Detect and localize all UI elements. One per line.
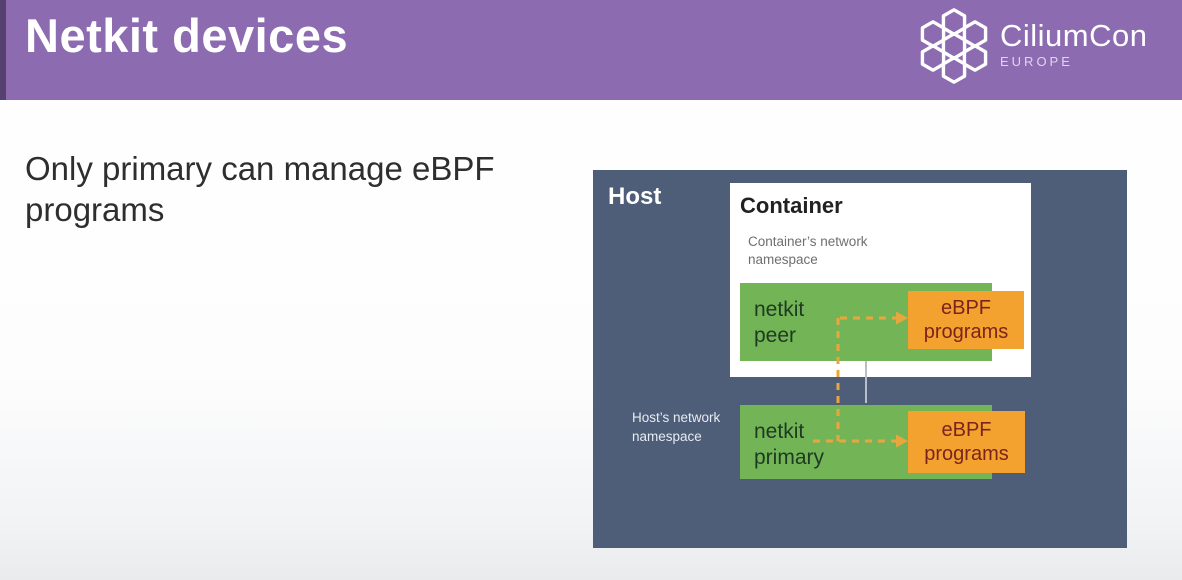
host-label: Host [608, 183, 662, 210]
cilium-honeycomb-icon [920, 8, 988, 84]
primary-ebpf-line2: programs [924, 443, 1009, 465]
brand-name: CiliumCon [1000, 18, 1148, 53]
brand-logo: CiliumCon EUROPE [918, 8, 1182, 84]
slide-heading: Only primary can manage eBPF programs [25, 150, 495, 228]
peer-ebpf-line1: eBPF [940, 297, 992, 319]
netkit-primary-line1: netkit [754, 420, 805, 443]
brand-region: EUROPE [1000, 54, 1073, 69]
header-left-accent [0, 0, 6, 100]
host-namespace-line1: Host’s network [632, 410, 721, 425]
slide-title: Netkit devices [25, 9, 349, 62]
primary-ebpf-line1: eBPF [941, 419, 992, 441]
host-box: Host Container Container’s network names… [593, 170, 1127, 548]
peer-ebpf-line2: programs [923, 321, 1009, 343]
container-namespace-label: Container’s network namespace [748, 233, 868, 269]
brand-text: CiliumCon EUROPE [1000, 19, 1147, 69]
netkit-primary-line2: primary [754, 446, 825, 469]
host-namespace-line2: namespace [632, 429, 702, 444]
primary-ebpf-programs-node: eBPF programs [908, 411, 1025, 473]
netkit-peer-line2: peer [754, 324, 797, 347]
slide-header: Netkit devices CiliumCon EUROPE [0, 0, 1182, 100]
netkit-peer-line1: netkit [754, 298, 805, 321]
host-namespace-label: Host’s network namespace [632, 408, 720, 446]
container-label: Container [740, 193, 843, 218]
container-namespace-line1: Container’s network [748, 234, 868, 249]
peer-ebpf-programs-node: eBPF programs [908, 291, 1024, 349]
container-namespace-line2: namespace [748, 252, 818, 267]
